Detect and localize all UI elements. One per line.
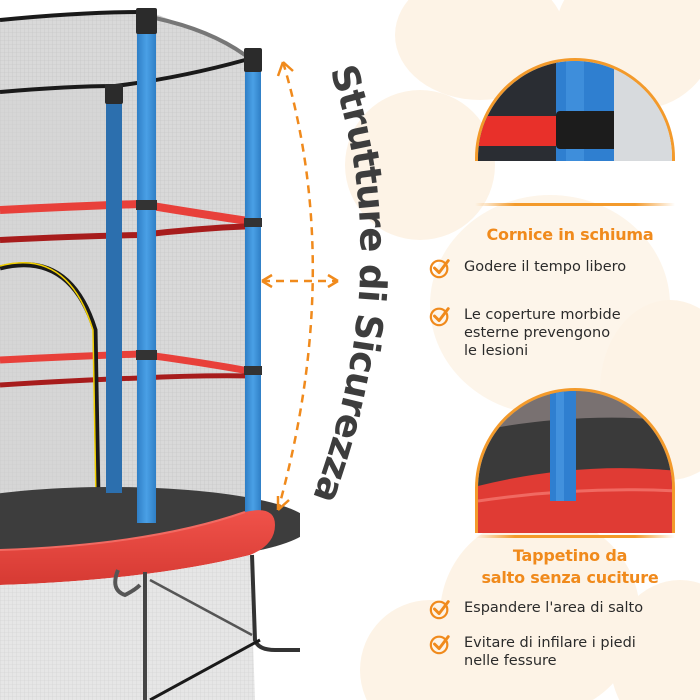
feature-text-line: nelle fessure <box>464 653 557 669</box>
feature-text: Espandere l'area di salto <box>464 600 644 616</box>
feature-text: Le coperture morbide esterne prevengono … <box>464 306 621 360</box>
feature-item: Evitare di infilare i piedi nelle fessur… <box>429 634 636 670</box>
headline-text: Strutture di Sicurezza <box>305 60 396 509</box>
section-divider <box>475 203 675 206</box>
feature-text: Evitare di infilare i piedi nelle fessur… <box>464 634 636 670</box>
background-petal <box>345 90 495 240</box>
svg-text:Strutture di Sicurezza: Strutture di Sicurezza <box>305 60 395 509</box>
section-title-line: Tappetino da <box>512 546 628 565</box>
feature-item: Godere il tempo libero <box>429 258 626 279</box>
check-circle-icon <box>429 600 450 620</box>
section-divider <box>475 535 675 538</box>
feature-text-line: Le coperture morbide <box>464 307 621 323</box>
padded-frame-closeup-image <box>475 388 675 533</box>
check-circle-icon <box>429 635 450 655</box>
feature-text-line: le lesioni <box>464 343 529 359</box>
safety-structures-arc: Strutture di Sicurezza <box>261 60 396 511</box>
section-title-seamless-mat: Tappetino da salto senza cuciture <box>440 545 700 589</box>
feature-text-line: Evitare di infilare i piedi <box>464 635 636 651</box>
section-title-foam-frame: Cornice in schiuma <box>486 225 654 244</box>
section-title-line: salto senza cuciture <box>481 568 659 587</box>
check-circle-icon <box>429 307 450 327</box>
feature-item: Le coperture morbide esterne prevengono … <box>429 306 621 360</box>
trampoline-illustration <box>0 8 300 700</box>
feature-text-line: esterne prevengono <box>464 325 611 341</box>
check-circle-icon <box>429 259 450 279</box>
feature-item: Espandere l'area di salto <box>429 599 643 620</box>
feature-text: Godere il tempo libero <box>464 259 627 275</box>
